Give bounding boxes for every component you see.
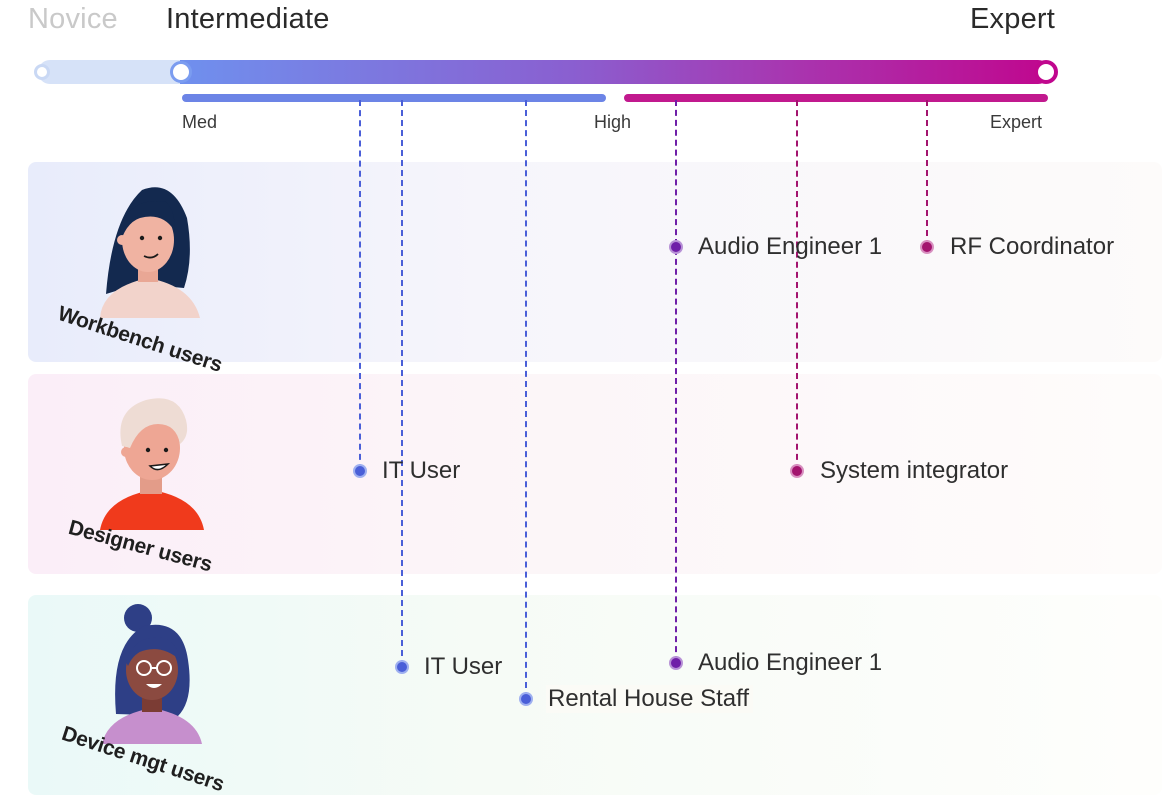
user-label: Audio Engineer 1 xyxy=(698,233,883,260)
woman-glasses-avatar xyxy=(102,604,202,744)
connector-line xyxy=(525,100,527,698)
user-marker[interactable] xyxy=(669,656,683,670)
med-high-band xyxy=(182,94,606,102)
user-label: IT User xyxy=(382,457,461,484)
connector-line xyxy=(401,100,403,666)
user-marker[interactable] xyxy=(669,240,683,254)
band-label-high: High xyxy=(594,112,632,132)
user-label: IT User xyxy=(424,653,503,680)
designer-users-row xyxy=(28,374,1162,574)
user-marker[interactable] xyxy=(395,660,409,674)
user-marker[interactable] xyxy=(519,692,533,706)
man-light-hair-avatar xyxy=(100,398,204,530)
woman-dark-hair-avatar xyxy=(100,187,200,318)
level-label-expert: Expert xyxy=(970,3,1056,35)
expertise-track-fill xyxy=(180,60,1050,84)
band-label-expert: Expert xyxy=(990,112,1043,132)
user-marker[interactable] xyxy=(353,464,367,478)
intermediate-handle[interactable] xyxy=(170,61,192,83)
user-label: Rental House Staff xyxy=(546,685,754,713)
connector-line xyxy=(926,100,928,246)
connector-line xyxy=(359,100,361,470)
level-label-intermediate: Intermediate xyxy=(166,3,330,35)
user-label: Audio Engineer 1 xyxy=(698,649,883,676)
expert-band xyxy=(624,94,1048,102)
connector-line xyxy=(675,100,677,662)
level-label-novice: Novice xyxy=(28,3,118,35)
workbench-users-row xyxy=(28,162,1162,362)
user-label: RF Coordinator xyxy=(950,233,1115,260)
user-marker[interactable] xyxy=(920,240,934,254)
connector-line xyxy=(796,100,798,470)
expert-handle[interactable] xyxy=(1034,60,1058,84)
novice-marker xyxy=(34,64,50,80)
user-marker[interactable] xyxy=(790,464,804,478)
band-label-med: Med xyxy=(182,112,218,132)
user-label: System integrator xyxy=(820,457,1009,484)
